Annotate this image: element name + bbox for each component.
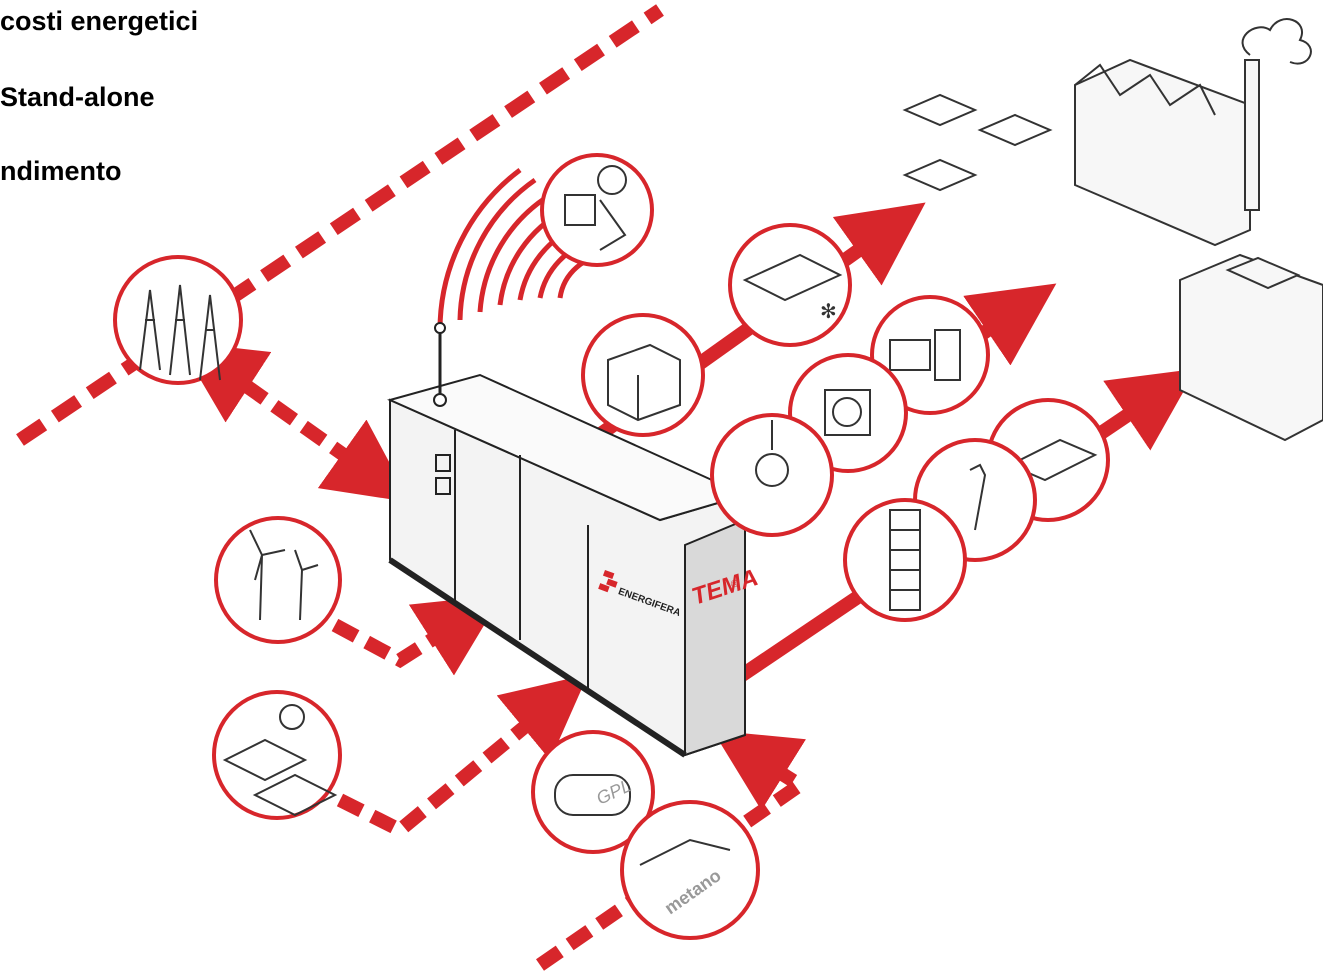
headline-standalone: Stand-alone [0,82,155,112]
headline-yield: ndimento [0,156,122,186]
cabinet-icon [607,343,681,422]
circle-remote-operator [540,153,654,267]
circle-light-bulb [710,413,834,537]
grid-line-dashed [16,4,664,446]
wind-input-arrow [331,594,503,676]
circle-towel-radiator [843,498,967,622]
unit-to-grid-arrow [178,341,272,423]
socket-icon [824,389,871,436]
shower-icon [969,463,987,531]
pylon-icon [139,284,221,381]
circle-air-conditioner [728,223,852,347]
gpl-tank-icon [554,774,631,816]
headset-operator-icon [564,165,627,251]
solar-input-arrow [336,674,589,839]
apartment-building-icon [1179,253,1323,442]
circle-solar [212,690,342,820]
factory-icon [1074,58,1260,247]
air-conditioner-icon: ✻ [742,253,843,323]
solar-panel-icon [222,704,338,817]
circle-gpl [531,730,655,854]
towel-radiator-icon [889,509,921,611]
headline-costs: costi energetici [0,6,199,36]
gas-pipe-icon [639,838,731,866]
computer-icon [889,329,961,381]
tema-unit: ENERGIFERA TEMA ® [387,322,762,758]
svg-text:✻: ✻ [820,301,837,323]
circle-metano [620,800,760,940]
offices-icon [902,93,1053,192]
light-bulb-icon [755,420,789,487]
circle-cabinet [581,313,705,437]
gas-input-arrow [536,730,813,971]
wind-turbine-icon [249,529,319,621]
grid-to-unit-arrow [240,379,411,503]
trademark-text: ® [730,578,741,591]
pool-icon [1007,438,1098,482]
circle-wind [214,516,342,644]
smoke-icon [1241,18,1312,65]
